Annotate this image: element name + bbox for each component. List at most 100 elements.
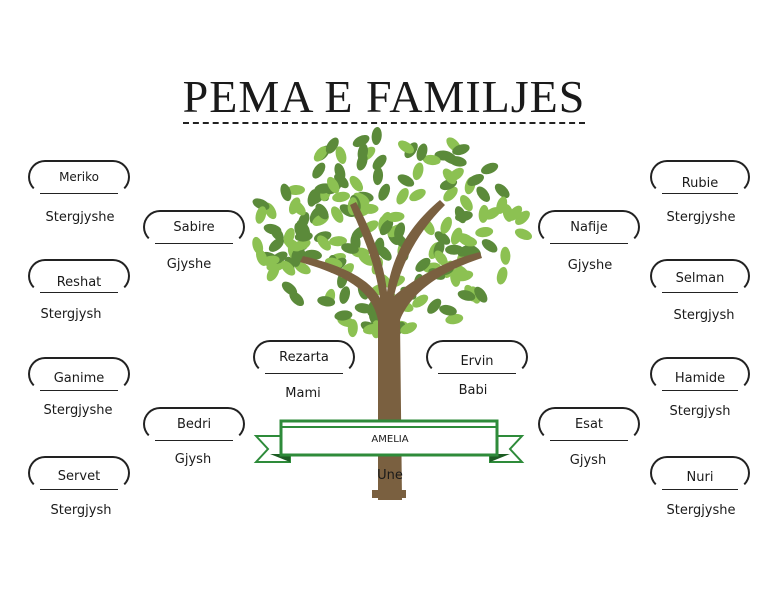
leaf xyxy=(415,257,431,272)
great-grandparent-name: Ganime xyxy=(53,371,105,386)
leaf xyxy=(334,173,349,189)
grandparent-box-esat[interactable]: Esat xyxy=(538,407,640,441)
grandparent-relation: Gjyshe xyxy=(567,258,613,273)
great-grandparent-name: Reshat xyxy=(56,275,102,290)
leaf xyxy=(450,227,463,245)
leaf xyxy=(440,216,452,234)
leaf xyxy=(327,176,340,194)
leaf xyxy=(481,162,499,175)
leaf xyxy=(484,207,501,220)
page-title: PEMA E FAMILJES xyxy=(0,70,768,124)
leaf xyxy=(481,239,498,253)
parent-name: Ervin xyxy=(460,354,494,369)
great-grandparent-name: Nuri xyxy=(686,470,714,485)
leaf xyxy=(400,322,417,335)
leaf xyxy=(441,151,458,165)
leaf xyxy=(357,143,368,162)
leaf xyxy=(255,206,267,224)
great-grandparent-box-nuri[interactable]: Nuri xyxy=(650,456,750,490)
leaf xyxy=(261,255,280,266)
leaf xyxy=(515,210,530,225)
great-grandparent-name: Selman xyxy=(675,271,725,286)
leaf xyxy=(341,243,359,254)
grandparent-name: Esat xyxy=(574,417,604,432)
leaf xyxy=(268,237,284,252)
great-grandparent-box-hamide[interactable]: Hamide xyxy=(650,357,750,391)
leaf xyxy=(263,223,282,235)
leaf xyxy=(394,222,406,240)
leaf xyxy=(439,304,457,316)
leaf xyxy=(467,174,484,186)
great-grandparent-box-reshat[interactable]: Reshat xyxy=(28,259,130,293)
grandparent-box-bedri[interactable]: Bedri xyxy=(143,407,245,441)
leaf xyxy=(422,154,441,166)
leaf xyxy=(317,296,336,307)
leaf xyxy=(460,195,473,212)
leaf xyxy=(397,174,415,187)
leaf xyxy=(443,186,458,202)
great-grandparent-box-rubie[interactable]: Rubie xyxy=(650,160,750,194)
grandparent-name: Sabire xyxy=(173,220,215,235)
grandparent-relation: Gjyshe xyxy=(166,257,212,272)
leaf xyxy=(371,127,382,145)
leaf xyxy=(398,140,414,154)
great-grandparent-relation: Stergjysh xyxy=(669,404,731,419)
leaf xyxy=(332,191,351,203)
parent-name: Rezarta xyxy=(279,350,329,365)
leaf xyxy=(331,206,344,223)
leaf xyxy=(412,294,429,308)
title-text: PEMA E FAMILJES xyxy=(182,71,586,124)
leaf xyxy=(427,298,442,314)
leaf xyxy=(409,188,426,202)
great-grandparent-box-meriko[interactable]: Meriko xyxy=(28,160,130,194)
leaf xyxy=(363,323,381,335)
leaf xyxy=(508,205,523,221)
leaf xyxy=(291,200,306,216)
great-grandparent-name: Hamide xyxy=(674,371,726,386)
tree-trunk xyxy=(300,200,482,500)
great-grandparent-name: Meriko xyxy=(59,170,99,184)
leaf xyxy=(284,238,301,252)
great-grandparent-name: Servet xyxy=(57,469,101,484)
leaf xyxy=(325,137,339,154)
grandparent-box-sabire[interactable]: Sabire xyxy=(143,210,245,244)
leaf xyxy=(445,244,464,255)
great-grandparent-box-selman[interactable]: Selman xyxy=(650,259,750,293)
leaf xyxy=(386,211,405,222)
leaf xyxy=(287,184,305,196)
leaf xyxy=(455,265,470,281)
great-grandparent-box-servet[interactable]: Servet xyxy=(28,456,130,490)
leaf xyxy=(416,143,428,161)
leaf xyxy=(496,266,508,285)
leaf xyxy=(434,250,448,267)
leaf xyxy=(335,146,347,164)
name-banner xyxy=(253,419,525,463)
grandparent-box-nafije[interactable]: Nafije xyxy=(538,210,640,244)
leaf xyxy=(349,175,364,192)
leaf xyxy=(313,146,328,162)
leaf xyxy=(474,286,488,303)
leaf xyxy=(412,162,424,181)
leaf xyxy=(396,187,409,205)
great-grandparent-name: Rubie xyxy=(681,176,719,191)
parent-box-babi[interactable]: Ervin xyxy=(426,340,528,374)
leaf xyxy=(312,162,326,179)
great-grandparent-relation: Stergjyshe xyxy=(666,210,736,225)
great-grandparent-relation: Stergjysh xyxy=(50,503,112,518)
leaf xyxy=(457,290,476,301)
parent-relation: Mami xyxy=(285,386,321,401)
leaf xyxy=(294,231,313,242)
leaf xyxy=(347,319,358,338)
trunk-base xyxy=(372,490,406,498)
leaf xyxy=(280,183,292,202)
parent-box-mami[interactable]: Rezarta xyxy=(253,340,355,374)
leaf xyxy=(379,219,394,236)
great-grandparent-relation: Stergjysh xyxy=(40,307,102,322)
grandparent-name: Nafije xyxy=(570,220,608,235)
leaf xyxy=(252,236,264,255)
leaf xyxy=(315,203,329,220)
leaf xyxy=(452,144,470,156)
leaf xyxy=(329,236,347,247)
great-grandparent-box-ganime[interactable]: Ganime xyxy=(28,357,130,391)
